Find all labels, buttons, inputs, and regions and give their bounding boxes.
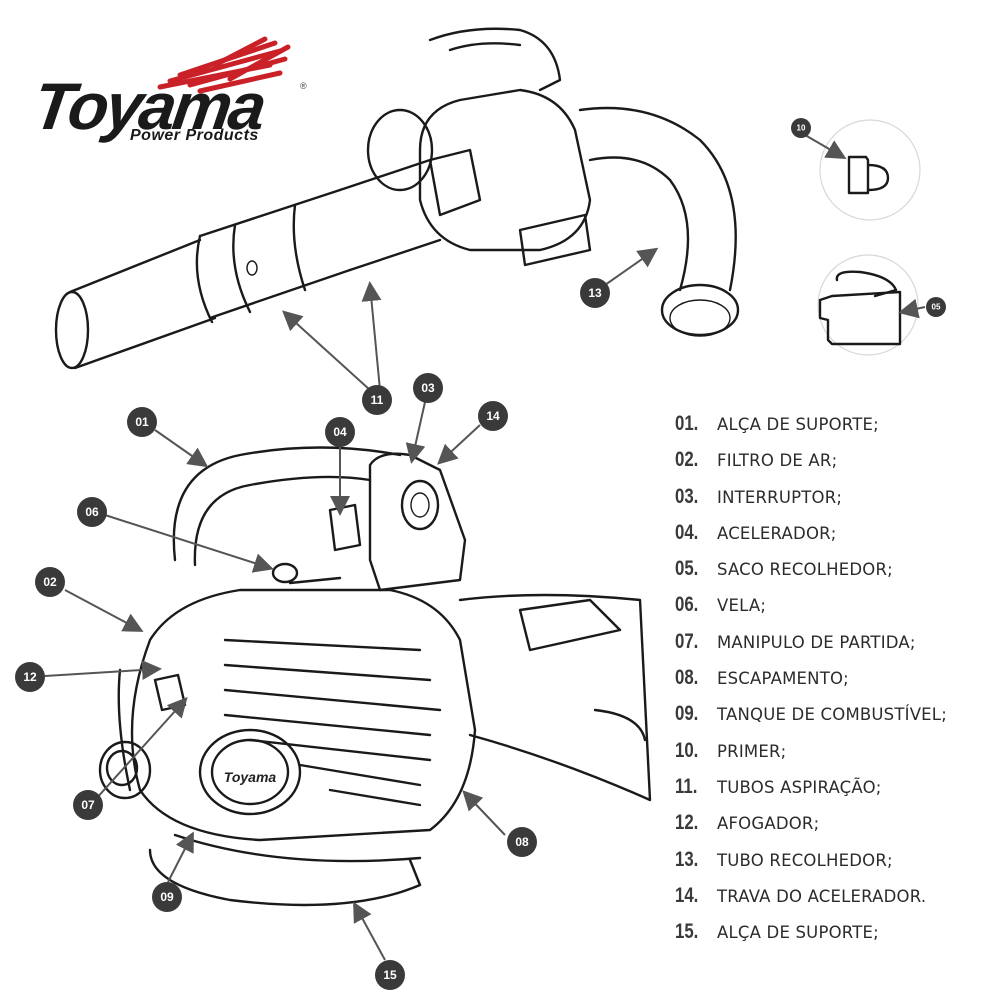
legend-item: 04.ACELERADOR; (675, 520, 837, 544)
callout-02: 02 (35, 567, 65, 597)
parts-legend: 01.ALÇA DE SUPORTE; 02.FILTRO DE AR; 03.… (675, 412, 947, 956)
blower-body (98, 446, 652, 907)
svg-text:05: 05 (932, 303, 941, 312)
callout-12: 12 (15, 662, 45, 692)
collection-bag-icon (818, 270, 902, 346)
primer-inset (819, 119, 921, 221)
legend-item: 10.PRIMER; (675, 738, 787, 762)
legend-item: 14.TRAVA DO ACELERADOR. (675, 883, 927, 907)
svg-text:07: 07 (81, 798, 95, 812)
svg-text:02: 02 (43, 575, 57, 589)
legend-item: 09.TANQUE DE COMBUSTÍVEL; (675, 702, 947, 726)
svg-text:09: 09 (160, 890, 174, 904)
svg-text:14: 14 (486, 409, 500, 423)
callout-01: 01 (127, 407, 157, 437)
svg-text:11: 11 (371, 393, 384, 407)
legend-item: 15.ALÇA DE SUPORTE; (675, 920, 879, 944)
legend-item: 05.SACO RECOLHEDOR; (675, 557, 893, 581)
legend-item: 11.TUBOS ASPIRAÇÃO; (675, 774, 882, 798)
registered-mark: ® (300, 81, 307, 91)
bag-inset (817, 254, 919, 356)
svg-text:01: 01 (135, 415, 149, 429)
svg-text:13: 13 (588, 286, 602, 300)
callout-15: 15 (375, 960, 405, 990)
leader-arrows (44, 134, 926, 961)
suction-tube-assembly (54, 27, 740, 370)
primer-icon (847, 155, 890, 195)
svg-text:08: 08 (515, 835, 529, 849)
callout-06: 06 (77, 497, 107, 527)
callout-09: 09 (152, 882, 182, 912)
svg-text:03: 03 (421, 381, 435, 395)
callout-08: 08 (507, 827, 537, 857)
callout-05: 05 (926, 297, 946, 317)
brand-tagline: Power Products (130, 127, 259, 144)
svg-text:06: 06 (85, 505, 99, 519)
legend-item: 01.ALÇA DE SUPORTE; (675, 412, 879, 435)
callout-13: 13 (580, 278, 610, 308)
callout-10: 10 (791, 118, 811, 138)
legend-item: 02.FILTRO DE AR; (675, 448, 838, 472)
svg-text:12: 12 (23, 670, 37, 684)
callout-03: 03 (413, 373, 443, 403)
callout-11: 11 (362, 385, 392, 415)
callout-04: 04 (325, 417, 355, 447)
legend-item: 12.AFOGADOR; (675, 811, 820, 835)
svg-text:10: 10 (797, 124, 806, 133)
svg-text:04: 04 (333, 425, 347, 439)
legend-item: 07.MANIPULO DE PARTIDA; (675, 629, 916, 653)
legend-item: 08.ESCAPAMENTO; (675, 666, 849, 690)
toyama-logo: Toyama ® Power Products (29, 35, 310, 155)
legend-item: 06.VELA; (675, 593, 767, 617)
legend-item: 13.TUBO RECOLHEDOR; (675, 847, 893, 871)
callout-14: 14 (478, 401, 508, 431)
legend-item: 03.INTERRUPTOR; (675, 484, 843, 508)
callout-07: 07 (73, 790, 103, 820)
red-speed-streaks-icon (157, 36, 291, 94)
svg-text:15: 15 (383, 968, 397, 982)
housing-logo-text: Toyama (224, 769, 277, 785)
